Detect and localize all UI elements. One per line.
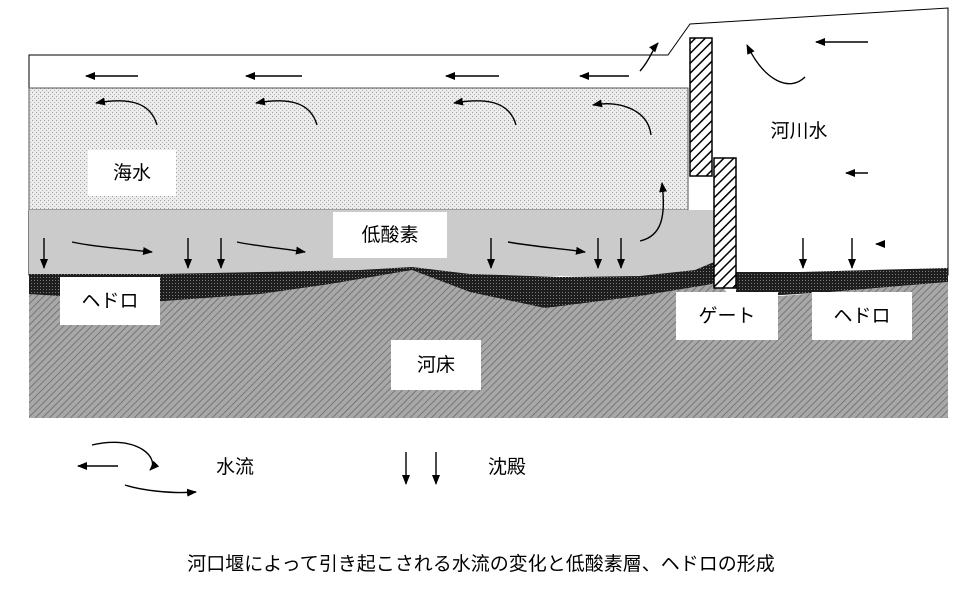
label-sea-water: 海水 [88, 150, 176, 196]
legend-water-flow-icon [77, 441, 197, 497]
label-low-oxygen: 低酸素 [333, 212, 447, 258]
label-sludge-right: ヘドロ [812, 292, 912, 340]
sludge-right [736, 268, 948, 300]
figure-caption: 河口堰によって引き起こされる水流の変化と低酸素層、ヘドロの形成 [187, 553, 775, 575]
label-river-water: 河川水 [744, 112, 854, 150]
legend-sedimentation-label: 沈殿 [488, 456, 527, 478]
legend-water-flow-label: 水流 [216, 456, 255, 478]
label-sludge-left: ヘドロ [60, 277, 160, 325]
legend-sedimentation-icon [402, 452, 440, 485]
sedimentation-arrows [40, 238, 856, 269]
gate [689, 37, 737, 289]
surface-flow-arrows [85, 38, 885, 248]
label-riverbed: 河床 [391, 340, 481, 390]
label-gate: ゲート [676, 292, 778, 340]
sludge-left [29, 262, 718, 308]
curved-flow-arrows [71, 42, 806, 256]
